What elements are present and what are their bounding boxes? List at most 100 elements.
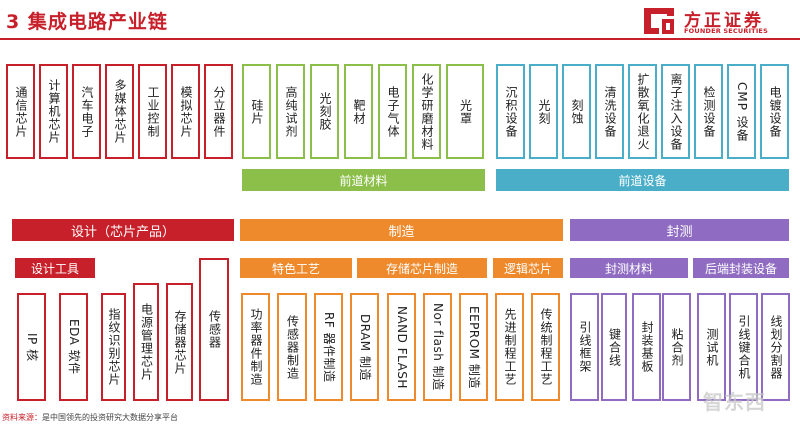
backend-equipment-label: 引线键合机	[737, 314, 751, 380]
design-app-label: 分立器件	[212, 85, 226, 138]
design-tool-box: IP 核	[17, 293, 46, 401]
equipment-box: 清洗设备	[595, 64, 624, 159]
design-app-label: 工业控制	[146, 85, 160, 138]
source-tag: 资料来源：	[2, 413, 42, 422]
design-app-box: 模拟芯片	[171, 64, 200, 159]
equipment-label: 电镀设备	[768, 85, 782, 138]
company-logo: 方正证券 FOUNDER SECURITIES	[640, 6, 798, 36]
packaging-material-box: 粘合剂	[662, 293, 691, 401]
packaging-material-label: 封装基板	[640, 321, 654, 373]
equipment-box: 光刻	[529, 64, 558, 159]
material-label: 光刻胶	[318, 92, 332, 131]
design-app-label: 计算机芯片	[47, 79, 61, 144]
chip-product-label: 指纹识别芯片	[107, 308, 121, 386]
memory-chip-label: NAND FLASH	[395, 305, 409, 389]
special-process-box: 传感器制造	[277, 293, 307, 401]
design-tool-label: IP 核	[25, 332, 39, 362]
source-text: 是中国领先的投资研究大数据分享平台	[42, 413, 178, 422]
design-app-box: 计算机芯片	[39, 64, 68, 159]
chip-product-label: 传感器	[207, 310, 222, 349]
special-process-label: RF 器件制造	[322, 311, 336, 383]
equipment-label: 离子注入设备	[669, 72, 683, 151]
logic-chip-bar: 逻辑芯片	[493, 258, 563, 278]
backend-equipment-label: 测试机	[705, 327, 719, 367]
backend-equipment-box: 引线键合机	[729, 293, 758, 401]
material-box: 高纯试剂	[276, 64, 305, 159]
backend-equipment-bar: 后端封装设备	[693, 258, 789, 278]
packaging-material-label: 键合线	[607, 327, 622, 367]
design-app-box: 汽车电子	[72, 64, 101, 159]
equipment-box: 扩散氧化退火	[628, 64, 657, 159]
material-label: 光罩	[458, 98, 473, 125]
equipment-label: 清洗设备	[603, 85, 617, 138]
logic-chip-label: 先进制程工艺	[503, 308, 517, 386]
design-app-box: 多媒体芯片	[105, 64, 134, 159]
material-box: 硅片	[242, 64, 271, 159]
memory-chip-box: EEPROM 制造	[459, 293, 488, 401]
material-label: 电子气体	[386, 85, 400, 138]
memory-chip-box: NAND FLASH	[387, 293, 416, 401]
packaging-testing-bar: 封测	[570, 219, 789, 241]
design-app-box: 分立器件	[204, 64, 233, 159]
special-process-label: 传感器制造	[285, 314, 300, 380]
equipment-box: 检测设备	[694, 64, 723, 159]
manufacturing-bar: 制造	[240, 219, 563, 241]
logic-chip-box: 先进制程工艺	[495, 293, 524, 401]
backend-equipment-label: 线划分割器	[769, 314, 783, 380]
design-app-label: 模拟芯片	[179, 85, 193, 138]
memory-chip-box: DRAM 制造	[350, 293, 379, 401]
design-tool-label: EDA 软件	[67, 319, 81, 375]
logic-chip-label: 传统制程工艺	[539, 308, 553, 386]
design-app-box: 工业控制	[138, 64, 167, 159]
design-app-box: 通信芯片	[6, 64, 35, 159]
material-box: 化学研磨材料	[412, 64, 441, 159]
memory-chip-label: Nor flash 制造	[431, 303, 445, 391]
source-note: 资料来源：是中国领先的投资研究大数据分享平台	[2, 412, 178, 423]
design-app-label: 通信芯片	[14, 85, 28, 138]
logo-name-cn: 方正证券	[684, 11, 764, 31]
front-end-equipment-bar: 前道设备	[496, 169, 789, 191]
front-end-materials-bar: 前道材料	[242, 169, 485, 191]
equipment-box: 刻蚀	[562, 64, 591, 159]
equipment-label: 扩散氧化退火	[636, 72, 650, 151]
design-tool-box: EDA 软件	[59, 293, 88, 401]
design-app-label: 多媒体芯片	[113, 79, 127, 144]
design-tools-bar: 设计工具	[15, 258, 95, 278]
packaging-material-label: 引线框架	[578, 321, 592, 373]
chip-product-box: 传感器	[199, 258, 229, 401]
material-box: 电子气体	[378, 64, 407, 159]
packaging-material-box: 引线框架	[570, 293, 599, 401]
chip-product-box: 指纹识别芯片	[101, 293, 126, 401]
equipment-label: 检测设备	[702, 85, 716, 138]
equipment-label: 刻蚀	[570, 98, 584, 125]
memory-chip-box: Nor flash 制造	[423, 293, 452, 401]
memory-chip-bar: 存储芯片制造	[357, 258, 487, 278]
logic-chip-box: 传统制程工艺	[531, 293, 560, 401]
material-box: 光罩	[446, 64, 484, 159]
material-label: 高纯试剂	[284, 85, 298, 138]
equipment-label: 光刻	[537, 98, 551, 125]
packaging-material-box: 封装基板	[632, 293, 661, 401]
logo-name-en: FOUNDER SECURITIES	[684, 27, 768, 35]
equipment-box: CMP 设备	[727, 64, 756, 159]
special-process-box: RF 器件制造	[314, 293, 343, 401]
equipment-box: 沉积设备	[496, 64, 525, 159]
equipment-label: 沉积设备	[504, 85, 518, 138]
equipment-box: 电镀设备	[760, 64, 789, 159]
material-label: 靶材	[352, 98, 366, 125]
packaging-material-label: 粘合剂	[670, 327, 684, 367]
equipment-box: 离子注入设备	[661, 64, 690, 159]
equipment-label: CMP 设备	[735, 81, 749, 142]
chip-product-box: 电源管理芯片	[133, 283, 159, 401]
design-bar: 设计（芯片产品）	[12, 219, 234, 241]
watermark: 智东西	[703, 390, 766, 414]
chip-product-label: 电源管理芯片	[139, 303, 154, 381]
material-label: 硅片	[250, 98, 264, 125]
founder-logo-icon	[644, 8, 674, 34]
special-process-box: 功率器件制造	[241, 293, 270, 401]
backend-equipment-box: 测试机	[697, 293, 726, 401]
special-process-bar: 特色工艺	[240, 258, 352, 278]
material-box: 光刻胶	[310, 64, 339, 159]
chip-product-label: 存储器芯片	[173, 309, 187, 375]
packaging-materials-bar: 封测材料	[570, 258, 688, 278]
